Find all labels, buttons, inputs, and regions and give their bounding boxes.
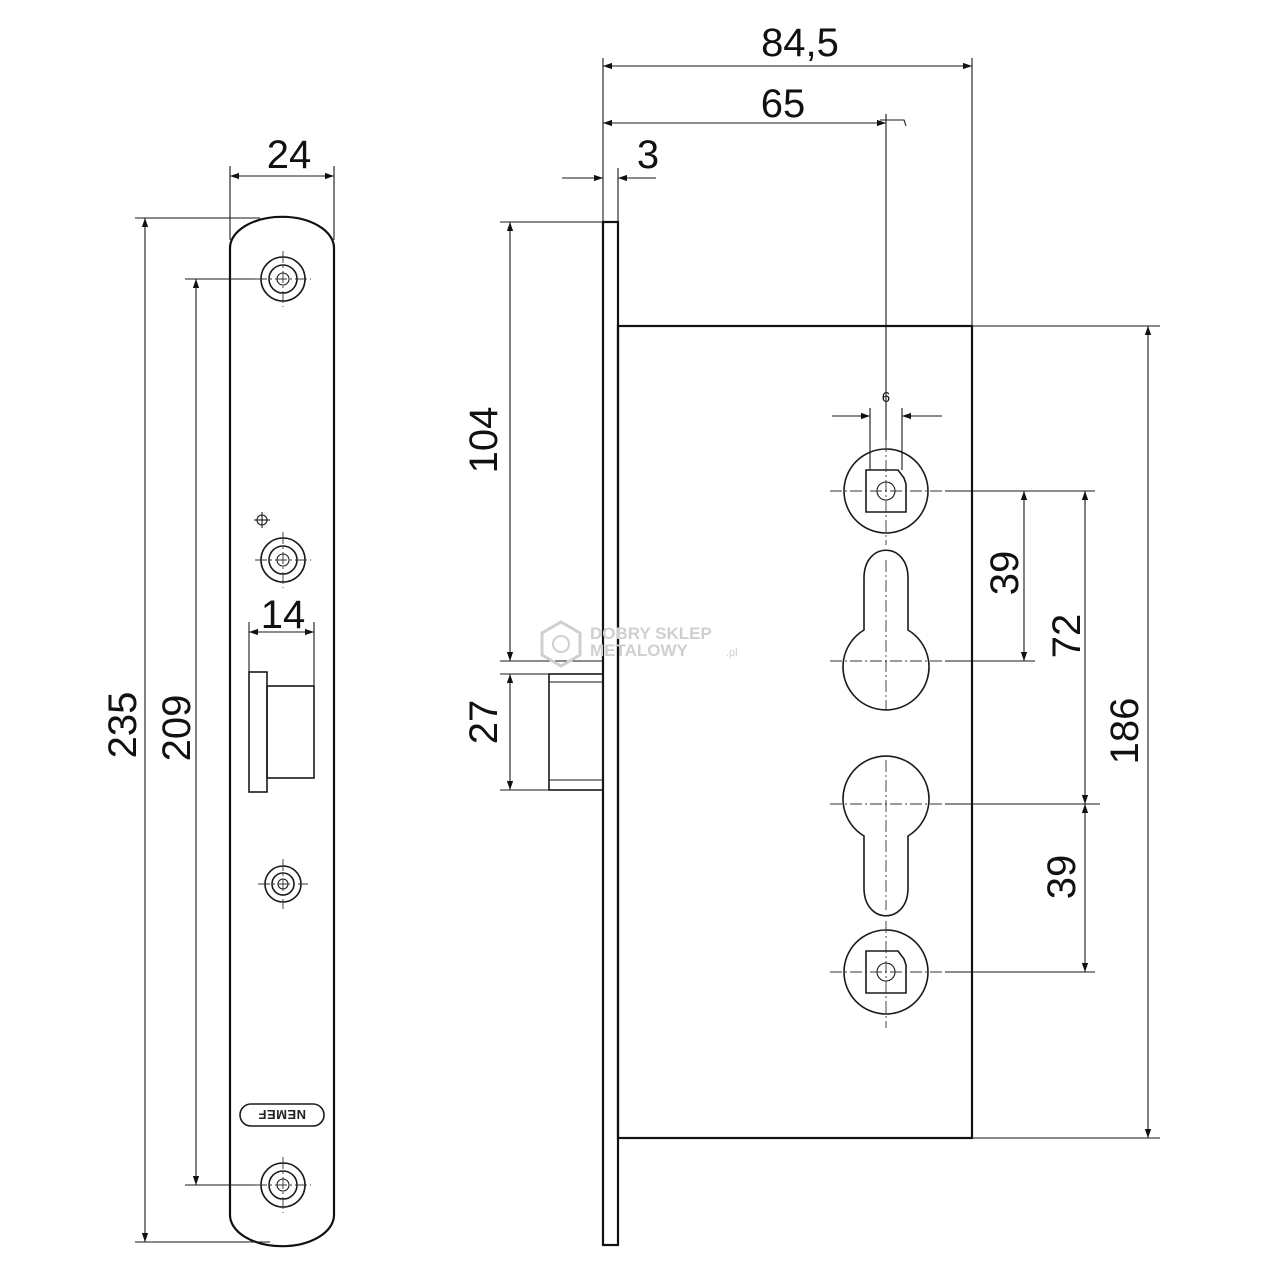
cylinder-hole-upper bbox=[830, 549, 945, 711]
dimension-latch-height: 27 bbox=[462, 673, 549, 791]
brand-label: NEMEF bbox=[258, 1107, 306, 1122]
spindle-hub-lower bbox=[830, 921, 945, 1028]
lock-case bbox=[616, 324, 974, 1140]
dim-label-3: 3 bbox=[637, 133, 659, 177]
dimension-backset: 65 bbox=[603, 82, 907, 440]
faceplate-outline bbox=[228, 215, 336, 1248]
cylinder-hole-lower bbox=[830, 755, 945, 917]
faceplate-view: NEMEF 24 235 209 14 bbox=[101, 133, 336, 1248]
watermark-line1: DOBRY SKLEP bbox=[590, 624, 712, 643]
dim-label-39-upper: 39 bbox=[983, 551, 1027, 596]
dimension-plate-thickness: 3 bbox=[562, 133, 659, 222]
spindle-hub-upper bbox=[830, 440, 945, 545]
dim-label-104: 104 bbox=[462, 407, 506, 474]
screw-hole-lower bbox=[258, 859, 308, 909]
dimension-spindle-size: 9 bbox=[832, 388, 942, 470]
dim-label-72: 72 bbox=[1045, 614, 1089, 659]
screw-hole-upper bbox=[255, 532, 311, 588]
dim-label-186: 186 bbox=[1103, 698, 1147, 765]
dim-label-65: 65 bbox=[761, 82, 806, 126]
dimension-center-distance: 72 bbox=[945, 490, 1100, 805]
screw-hole-bottom bbox=[255, 1157, 311, 1213]
dim-label-209: 209 bbox=[155, 695, 199, 762]
watermark-logo-icon bbox=[540, 620, 582, 668]
dimension-latch-position: 104 bbox=[462, 221, 603, 662]
screw-hole-top bbox=[255, 251, 311, 307]
dimension-case-height: 186 bbox=[972, 325, 1160, 1139]
dimension-spindle-to-cylinder-upper: 39 bbox=[945, 490, 1035, 662]
dim-label-39-lower: 39 bbox=[1040, 855, 1084, 900]
dim-label-84-5: 84,5 bbox=[761, 21, 839, 65]
front-plate bbox=[601, 220, 620, 1247]
dim-label-235: 235 bbox=[101, 692, 145, 759]
dim-label-9: 9 bbox=[882, 388, 890, 405]
dimension-overall-length: 235 bbox=[101, 217, 270, 1243]
dim-label-27: 27 bbox=[462, 700, 506, 745]
dimension-spindle-to-cylinder-lower: 39 bbox=[945, 804, 1095, 973]
dimension-latch-width: 14 bbox=[248, 593, 315, 686]
dimension-faceplate-width: 24 bbox=[229, 133, 335, 240]
dimension-overall-depth: 84,5 bbox=[602, 21, 973, 326]
watermark-suffix: .pl bbox=[726, 647, 738, 659]
watermark-line2: METALOWY bbox=[590, 641, 689, 660]
dimension-screw-spacing: 209 bbox=[155, 278, 255, 1186]
dim-label-24: 24 bbox=[267, 133, 312, 177]
latch-bolt bbox=[548, 673, 604, 791]
center-mark-icon bbox=[254, 512, 270, 528]
latch-opening bbox=[248, 671, 315, 793]
brand-logo: NEMEF bbox=[239, 1103, 325, 1127]
side-view: 84,5 65 3 104 27 bbox=[462, 21, 1160, 1247]
watermark: DOBRY SKLEP METALOWY .pl bbox=[540, 620, 738, 668]
dim-label-14: 14 bbox=[261, 593, 306, 637]
